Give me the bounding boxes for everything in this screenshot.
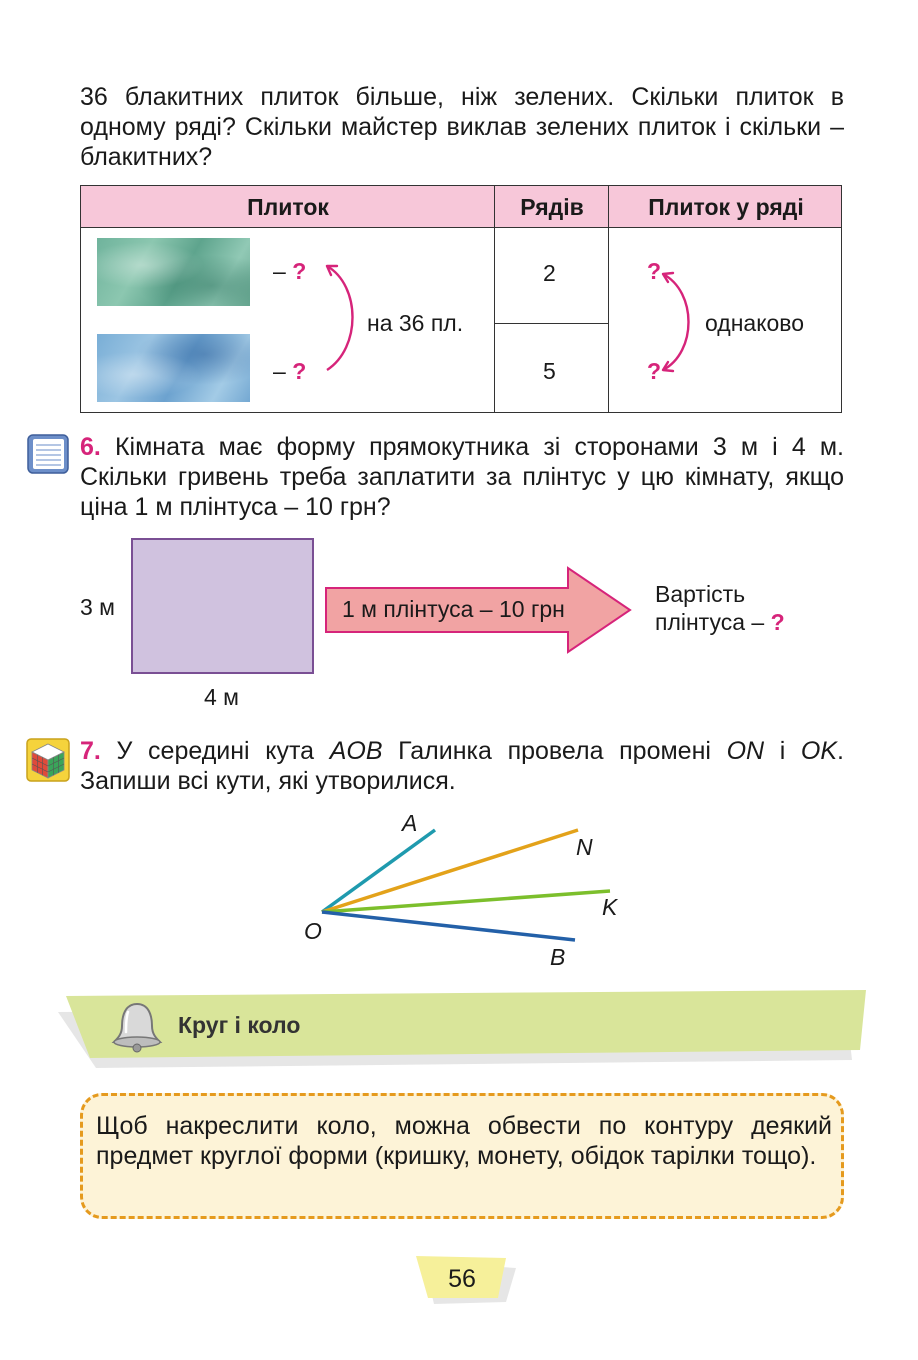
ray-on (321, 828, 579, 914)
difference-label: на 36 пл. (367, 310, 464, 336)
section-banner (58, 990, 866, 1068)
green-tile-image (97, 238, 250, 306)
ray-ob (321, 910, 576, 942)
task6-text: 6. Кімната має форму прямокутника зі сто… (80, 433, 844, 521)
column-divider (494, 186, 495, 412)
section-title: Круг і коло (178, 1012, 301, 1038)
bell-icon (111, 1002, 163, 1053)
label-k: K (602, 894, 618, 920)
rule-text: Щоб накреслити коло, можна обвести по ко… (96, 1112, 832, 1170)
header-tiles: Плиток (247, 194, 329, 220)
puzzle-cube-icon (26, 738, 70, 782)
row-divider (494, 323, 608, 324)
same-arc-icon (661, 271, 690, 373)
label-o: O (304, 918, 322, 944)
table-header-row (81, 186, 841, 228)
per-row-question: ? (647, 258, 662, 284)
data-table: Плиток Рядів Плиток у ряді – ? – ? на 36… (80, 185, 842, 413)
header-per-row: Плиток у ряді (648, 194, 804, 220)
task7-text: 7. У середині кута AOB Галинка провела п… (80, 737, 844, 795)
rule-box (80, 1093, 844, 1219)
blue-tiles-label: – ? (273, 358, 307, 384)
label-b: B (550, 944, 566, 970)
result-label: Вартість плінтуса – ? (655, 581, 785, 635)
angle-diagram (320, 828, 611, 942)
task7-number: 7. (80, 737, 101, 765)
ray-oa (320, 828, 437, 914)
price-arrow (325, 566, 632, 654)
green-tiles-label: – ? (273, 258, 307, 284)
page-number: 56 (448, 1265, 476, 1293)
label-n: N (576, 834, 593, 860)
rows-blue: 5 (543, 358, 556, 384)
room-rectangle (131, 538, 314, 674)
side-bottom-label: 4 м (204, 684, 239, 710)
arrow-text: 1 м плінтуса – 10 грн (342, 596, 565, 622)
difference-arc-icon (325, 264, 354, 372)
page-number-tab (416, 1256, 516, 1304)
same-label: однаково (705, 310, 805, 336)
task6-number: 6. (80, 433, 101, 461)
header-rows: Рядів (520, 194, 584, 220)
label-a: A (402, 810, 418, 836)
ray-ok (321, 889, 611, 914)
column-divider (608, 186, 609, 412)
blue-tile-image (97, 334, 250, 402)
per-row-question: ? (647, 358, 662, 384)
intro-text: 36 блакитних плиток більше, ніж зелених.… (80, 83, 844, 171)
rows-green: 2 (543, 260, 556, 286)
side-left-label: 3 м (80, 594, 115, 620)
notebook-icon (27, 434, 69, 474)
